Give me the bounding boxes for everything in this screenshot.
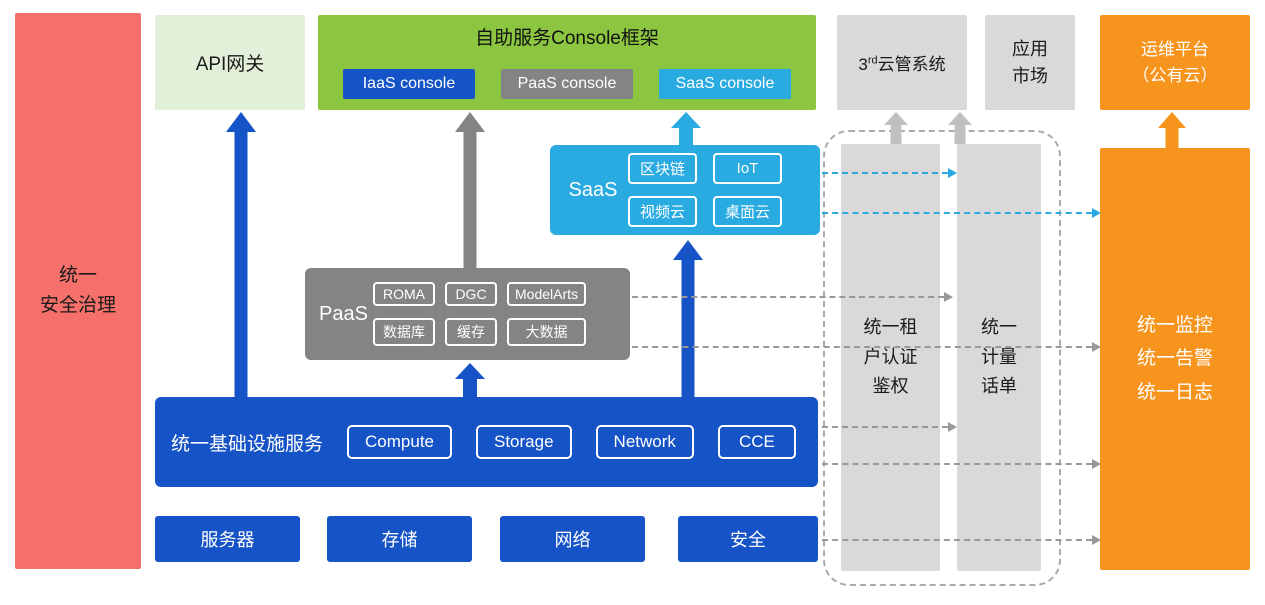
arrow-iaas-to-saas — [673, 240, 703, 397]
unified-auth-bar: 统一租 户认证 鉴权 — [841, 144, 940, 571]
tenant-services-dashed-container — [823, 130, 1061, 586]
paas-item-roma: ROMA — [373, 282, 435, 306]
connector-saas-to-billing — [822, 168, 957, 178]
arrow-billing-to-cms — [948, 112, 972, 144]
paas-item-modelarts: ModelArts — [507, 282, 587, 306]
arrow-iaas-to-paas — [455, 363, 485, 397]
iaas-items-row: Compute Storage Network CCE — [347, 425, 796, 459]
saas-console-button: SaaS console — [659, 69, 791, 99]
arrow-auth-to-cms — [884, 112, 908, 144]
om-platform-box: 运维平台 （公有云） — [1100, 15, 1250, 110]
connector-iaas-to-monitoring — [822, 459, 1101, 469]
paas-item-database: 数据库 — [373, 318, 435, 346]
console-frame-title: 自助服务Console框架 — [475, 28, 659, 49]
iaas-item-storage: Storage — [476, 425, 572, 459]
paas-console-button: PaaS console — [501, 69, 633, 99]
iaas-console-button: IaaS console — [343, 69, 475, 99]
iaas-box: 统一基础设施服务 Compute Storage Network CCE — [155, 397, 818, 487]
saas-item-iot: IoT — [713, 153, 783, 184]
paas-item-bigdata: 大数据 — [507, 318, 587, 346]
connector-hardware-security-to-monitoring — [822, 535, 1101, 545]
hardware-server-box: 服务器 — [155, 516, 300, 562]
console-frame-box: 自助服务Console框架 IaaS console PaaS console … — [318, 15, 816, 110]
iaas-item-cce: CCE — [717, 425, 796, 459]
iaas-label: 统一基础设施服务 — [171, 433, 324, 455]
arrow-iaas-to-api-gateway — [226, 112, 256, 397]
hardware-storage-box: 存储 — [327, 516, 472, 562]
connector-iaas-to-billing — [822, 422, 957, 432]
arrow-saas-to-console — [671, 112, 701, 146]
arrow-paas-to-console — [455, 112, 485, 268]
hardware-network-box: 网络 — [500, 516, 645, 562]
arrow-monitoring-to-om-platform — [1158, 112, 1186, 148]
unified-billing-bar: 统一 计量 话单 — [957, 144, 1041, 571]
saas-item-video-cloud: 视频云 — [628, 196, 698, 227]
saas-items-grid: 区块链 IoT 视频云 桌面云 — [628, 153, 783, 227]
paas-label: PaaS — [319, 302, 368, 325]
saas-label: SaaS — [568, 178, 618, 201]
console-buttons-row: IaaS console PaaS console SaaS console — [318, 69, 816, 99]
third-party-cms-label: 3rd云管系统 — [858, 54, 946, 74]
saas-item-blockchain: 区块链 — [628, 153, 698, 184]
hardware-security-box: 安全 — [678, 516, 818, 562]
unified-monitoring-box: 统一监控 统一告警 统一日志 — [1100, 148, 1250, 570]
saas-item-desktop-cloud: 桌面云 — [713, 196, 783, 227]
connector-paas-to-monitoring — [632, 342, 1101, 352]
app-market-box: 应用 市场 — [985, 15, 1075, 110]
saas-box: SaaS 区块链 IoT 视频云 桌面云 — [550, 145, 820, 235]
paas-items-grid: ROMA DGC ModelArts 数据库 缓存 大数据 — [373, 282, 587, 346]
paas-box: PaaS ROMA DGC ModelArts 数据库 缓存 大数据 — [305, 268, 630, 360]
third-party-cms-box: 3rd云管系统 — [837, 15, 967, 110]
iaas-item-network: Network — [595, 425, 694, 459]
connector-paas-to-billing — [632, 292, 953, 302]
paas-item-dgc: DGC — [445, 282, 497, 306]
paas-item-cache: 缓存 — [445, 318, 497, 346]
connector-saas-to-monitoring — [822, 208, 1101, 218]
unified-security-bar: 统一 安全治理 — [15, 13, 141, 569]
api-gateway-box: API网关 — [155, 15, 305, 110]
iaas-item-compute: Compute — [347, 425, 452, 459]
